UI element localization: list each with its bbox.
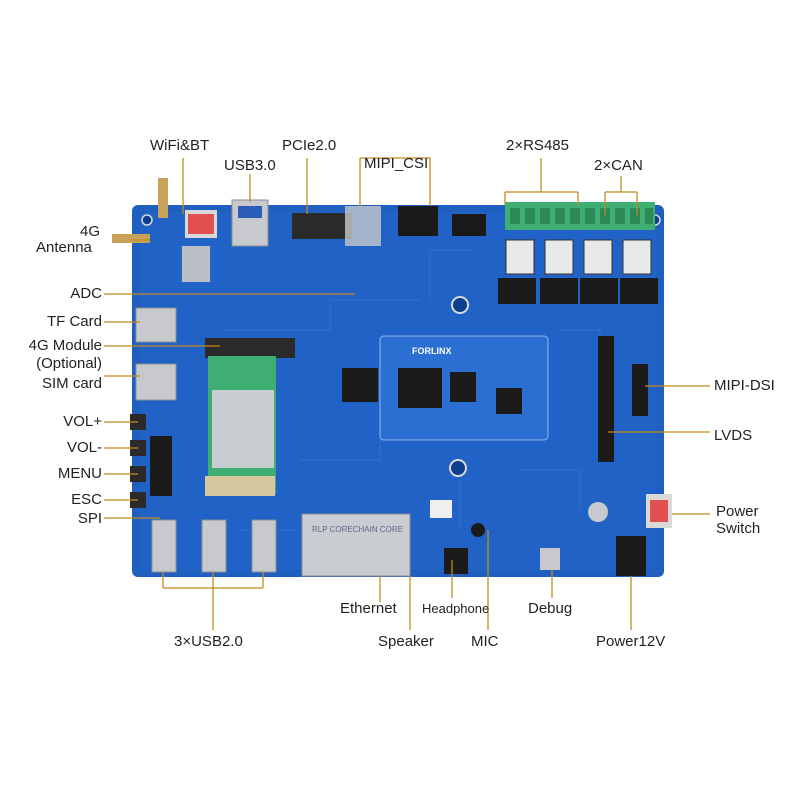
label-sim-optional: (Optional) (36, 355, 102, 372)
csi-ribbon (345, 206, 381, 246)
tf-card-slot (135, 307, 177, 343)
mount-hole (451, 296, 469, 314)
label-tf-card: TF Card (46, 313, 102, 330)
label-debug: Debug (528, 600, 573, 617)
transceiver-chips (505, 239, 652, 275)
label-power-switch-2: Switch (716, 520, 761, 537)
label-mic: MIC (471, 633, 499, 650)
isolation-chips (498, 278, 658, 304)
label-wifi-bt: WiFi&BT (150, 137, 210, 154)
label-4g-antenna-2: Antenna (36, 239, 92, 256)
label-spi: SPI (77, 510, 102, 527)
label-ethernet: Ethernet (340, 600, 397, 617)
gpio-header (342, 368, 378, 402)
label-rs485: 2×RS485 (506, 137, 569, 154)
usb2-ports (151, 519, 277, 573)
label-mipi-dsi: MIPI-DSI (714, 377, 775, 394)
debug-port (540, 548, 560, 570)
mount-hole (449, 459, 467, 477)
mipi-csi-connector (398, 206, 438, 236)
antenna-sma-connector (158, 178, 168, 218)
power-jack (616, 536, 646, 576)
mount-hole (141, 214, 153, 226)
sim-card-slot (135, 363, 177, 401)
spi-header (150, 436, 172, 496)
label-adc: ADC (70, 285, 102, 302)
label-mipi-csi: MIPI_CSI (364, 155, 429, 172)
power-switch-red (650, 500, 668, 522)
core-logo: FORLINX (412, 346, 452, 356)
core-pmic (496, 388, 522, 414)
label-4g-module: 4G Module (28, 337, 102, 354)
module-4g-shield (212, 390, 274, 468)
module-4g-socket (205, 338, 295, 358)
electrolytic-cap (588, 502, 608, 522)
label-usb2: 3×USB2.0 (174, 633, 243, 650)
label-power12v: Power12V (596, 633, 666, 650)
dip-switch-red (188, 214, 214, 234)
label-usb3: USB3.0 (224, 157, 276, 174)
label-pcie: PCIe2.0 (282, 137, 337, 154)
leader-lines (104, 157, 710, 630)
ethernet-port (301, 513, 411, 577)
core-cpu (398, 368, 442, 408)
pcie-slot (292, 213, 352, 239)
ethernet-silk: RLP CORECHAIN CORE (312, 525, 403, 534)
mipi-csi-connector-2 (452, 214, 486, 236)
antenna-4g-connector (112, 234, 150, 243)
terminal-screws (510, 208, 653, 224)
label-lvds: LVDS (714, 427, 753, 444)
label-can: 2×CAN (594, 157, 643, 174)
label-menu: MENU (57, 465, 102, 482)
label-4g-antenna-1: 4G (80, 223, 101, 240)
wifi-bt-module (182, 246, 210, 282)
label-power-switch-1: Power (716, 503, 759, 520)
label-esc: ESC (71, 491, 102, 508)
core-memory (450, 372, 476, 402)
module-4g-clip (205, 476, 275, 496)
headphone-jack (444, 548, 468, 574)
label-vol-up: VOL+ (63, 413, 102, 430)
usb3-port-tongue (238, 206, 262, 218)
label-vol-down: VOL- (66, 439, 102, 456)
label-sim-card: SIM card (41, 375, 102, 392)
speaker-connector (430, 500, 452, 518)
lvds-header (598, 336, 614, 462)
label-speaker: Speaker (378, 633, 434, 650)
microphone (471, 523, 485, 537)
label-headphone: Headphone (422, 601, 490, 616)
mipi-dsi-connector (632, 364, 648, 416)
